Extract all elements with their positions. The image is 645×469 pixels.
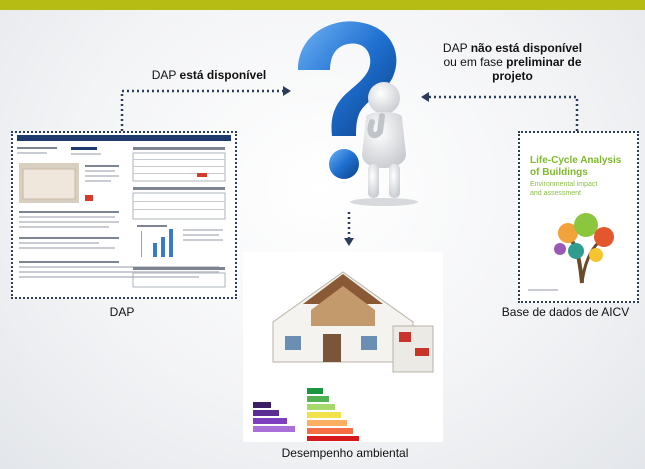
dap-document-image	[17, 135, 231, 288]
caption-dap: DAP	[109, 305, 135, 319]
book-title-line2: of Buildings	[530, 167, 588, 178]
database-book-box: Life-Cycle Analysis of Buildings Environ…	[518, 131, 639, 303]
arrow-right-head	[283, 86, 291, 96]
label-dap-available: DAP está disponível	[151, 68, 267, 82]
energy-ladder-right-icon	[307, 388, 359, 441]
house-energy-image	[243, 252, 443, 442]
energy-ladder-left-icon	[253, 402, 295, 432]
connector-dap-to-figure	[120, 89, 283, 131]
caption-database: Base de dados de AICV	[501, 305, 630, 319]
book-subtitle-line2: and assessment	[530, 190, 581, 197]
label-dap-unavailable: DAP não está disponível ou em fase preli…	[442, 41, 583, 83]
tree-illustration-image	[528, 213, 614, 291]
caption-performance: Desempenho ambiental	[281, 446, 409, 460]
question-mark-icon	[298, 21, 397, 179]
top-accent-bar	[0, 0, 645, 10]
arrow-left-head	[421, 92, 429, 102]
book-subtitle-line1: Environmental impact	[530, 181, 598, 188]
arrow-down-head	[344, 238, 354, 246]
book-title-line1: Life-Cycle Analysis	[530, 155, 622, 166]
thinking-figure-image	[298, 21, 418, 206]
dap-document-box	[11, 131, 237, 299]
connector-database-to-figure	[429, 95, 579, 131]
white-figure-icon	[350, 82, 418, 206]
